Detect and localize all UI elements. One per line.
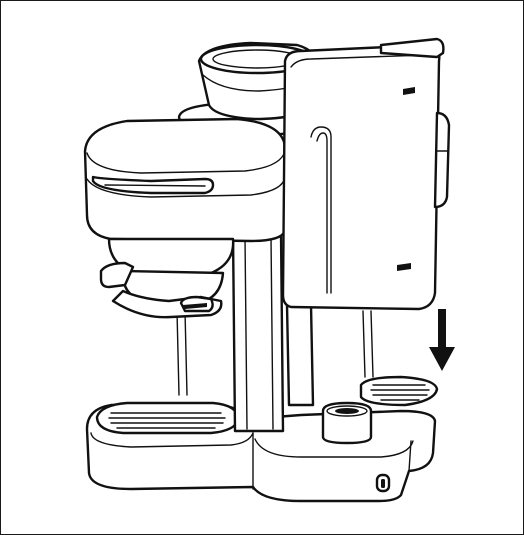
spouts [176, 310, 374, 396]
down-arrow-icon [429, 309, 455, 371]
power-switch [375, 473, 391, 493]
cup [321, 401, 373, 445]
right-drip-grate [359, 375, 439, 407]
brew-head [83, 117, 287, 243]
portafilter [99, 261, 223, 319]
water-tank [281, 37, 451, 311]
left-drip-grate [95, 401, 241, 435]
